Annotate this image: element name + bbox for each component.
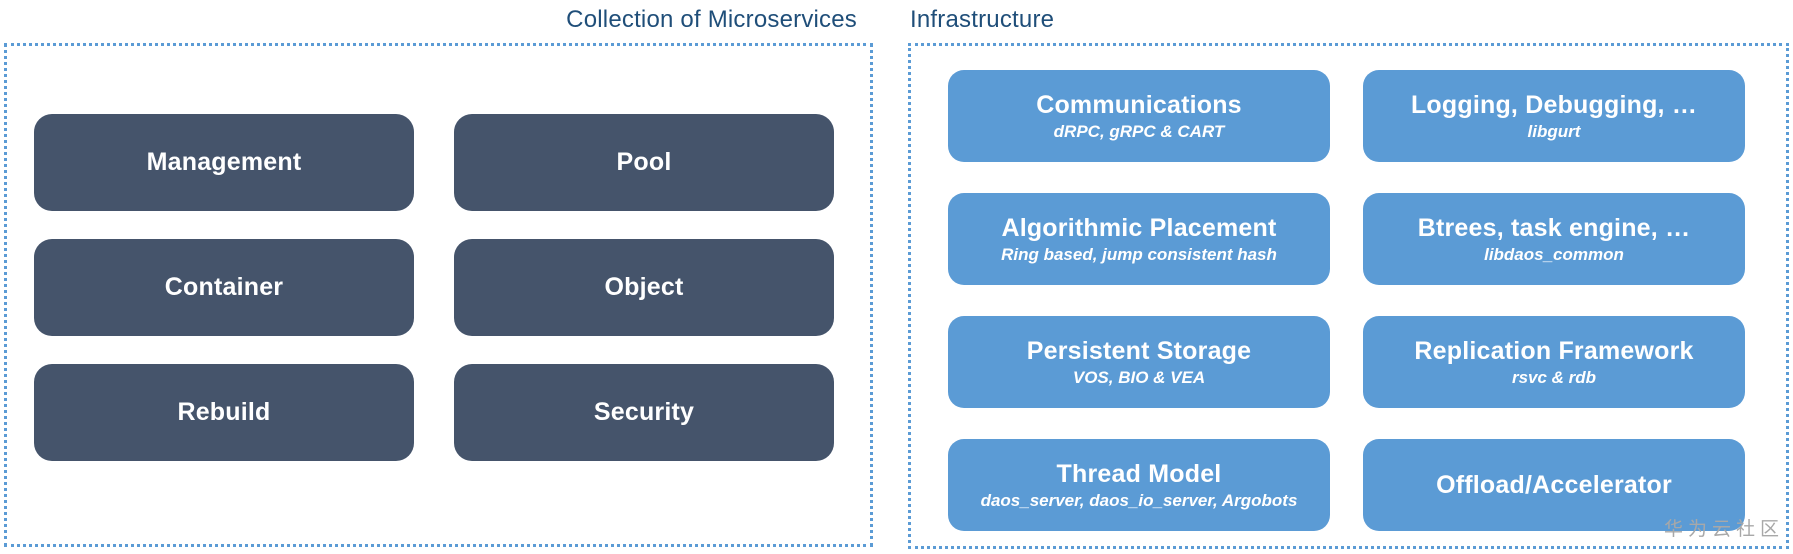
box-label: Management [146,148,302,176]
box-subtitle: rsvc & rdb [1511,367,1597,387]
box-label: Offload/Accelerator [1436,470,1672,499]
microservice-box-management: Management [34,114,414,211]
box-label: Btrees, task engine, … [1417,213,1691,242]
infra-box-thread-model: Thread Model daos_server, daos_io_server… [948,439,1330,531]
infrastructure-panel-title: Infrastructure [910,6,1055,33]
box-subtitle: libgurt [1527,121,1581,141]
box-label: Communications [1036,90,1242,119]
microservice-box-container: Container [34,239,414,336]
microservices-grid: Management Pool Container Object Rebuild… [34,114,834,461]
infrastructure-grid: Communications dRPC, gRPC & CART Logging… [948,70,1745,531]
huawei-cloud-community-watermark: 华为云社区 [1664,519,1785,540]
box-label: Pool [616,148,672,176]
infra-box-logging-debugging: Logging, Debugging, … libgurt [1363,70,1745,162]
microservices-panel-title: Collection of Microservices [566,6,857,33]
box-label: Object [604,273,684,301]
box-label: Persistent Storage [1026,336,1252,365]
box-label: Container [164,273,284,301]
box-label: Security [593,398,695,426]
box-subtitle: dRPC, gRPC & CART [1053,121,1225,141]
microservice-box-object: Object [454,239,834,336]
box-label: Algorithmic Placement [1001,213,1277,242]
microservice-box-rebuild: Rebuild [34,364,414,461]
infra-box-btrees-task-engine: Btrees, task engine, … libdaos_common [1363,193,1745,285]
box-label: Logging, Debugging, … [1410,90,1698,119]
box-label: Replication Framework [1414,336,1694,365]
box-label: Rebuild [177,398,271,426]
box-subtitle: libdaos_common [1484,244,1624,264]
infra-box-algorithmic-placement: Algorithmic Placement Ring based, jump c… [948,193,1330,285]
infrastructure-panel: Communications dRPC, gRPC & CART Logging… [908,43,1789,549]
box-subtitle: daos_server, daos_io_server, Argobots [980,490,1298,510]
microservice-box-security: Security [454,364,834,461]
infra-box-replication-framework: Replication Framework rsvc & rdb [1363,316,1745,408]
infra-box-offload-accelerator: Offload/Accelerator [1363,439,1745,531]
microservices-panel: Management Pool Container Object Rebuild… [4,43,873,547]
box-subtitle: VOS, BIO & VEA [1072,367,1206,387]
infra-box-persistent-storage: Persistent Storage VOS, BIO & VEA [948,316,1330,408]
infra-box-communications: Communications dRPC, gRPC & CART [948,70,1330,162]
box-label: Thread Model [1056,459,1222,488]
microservice-box-pool: Pool [454,114,834,211]
box-subtitle: Ring based, jump consistent hash [1001,244,1277,264]
